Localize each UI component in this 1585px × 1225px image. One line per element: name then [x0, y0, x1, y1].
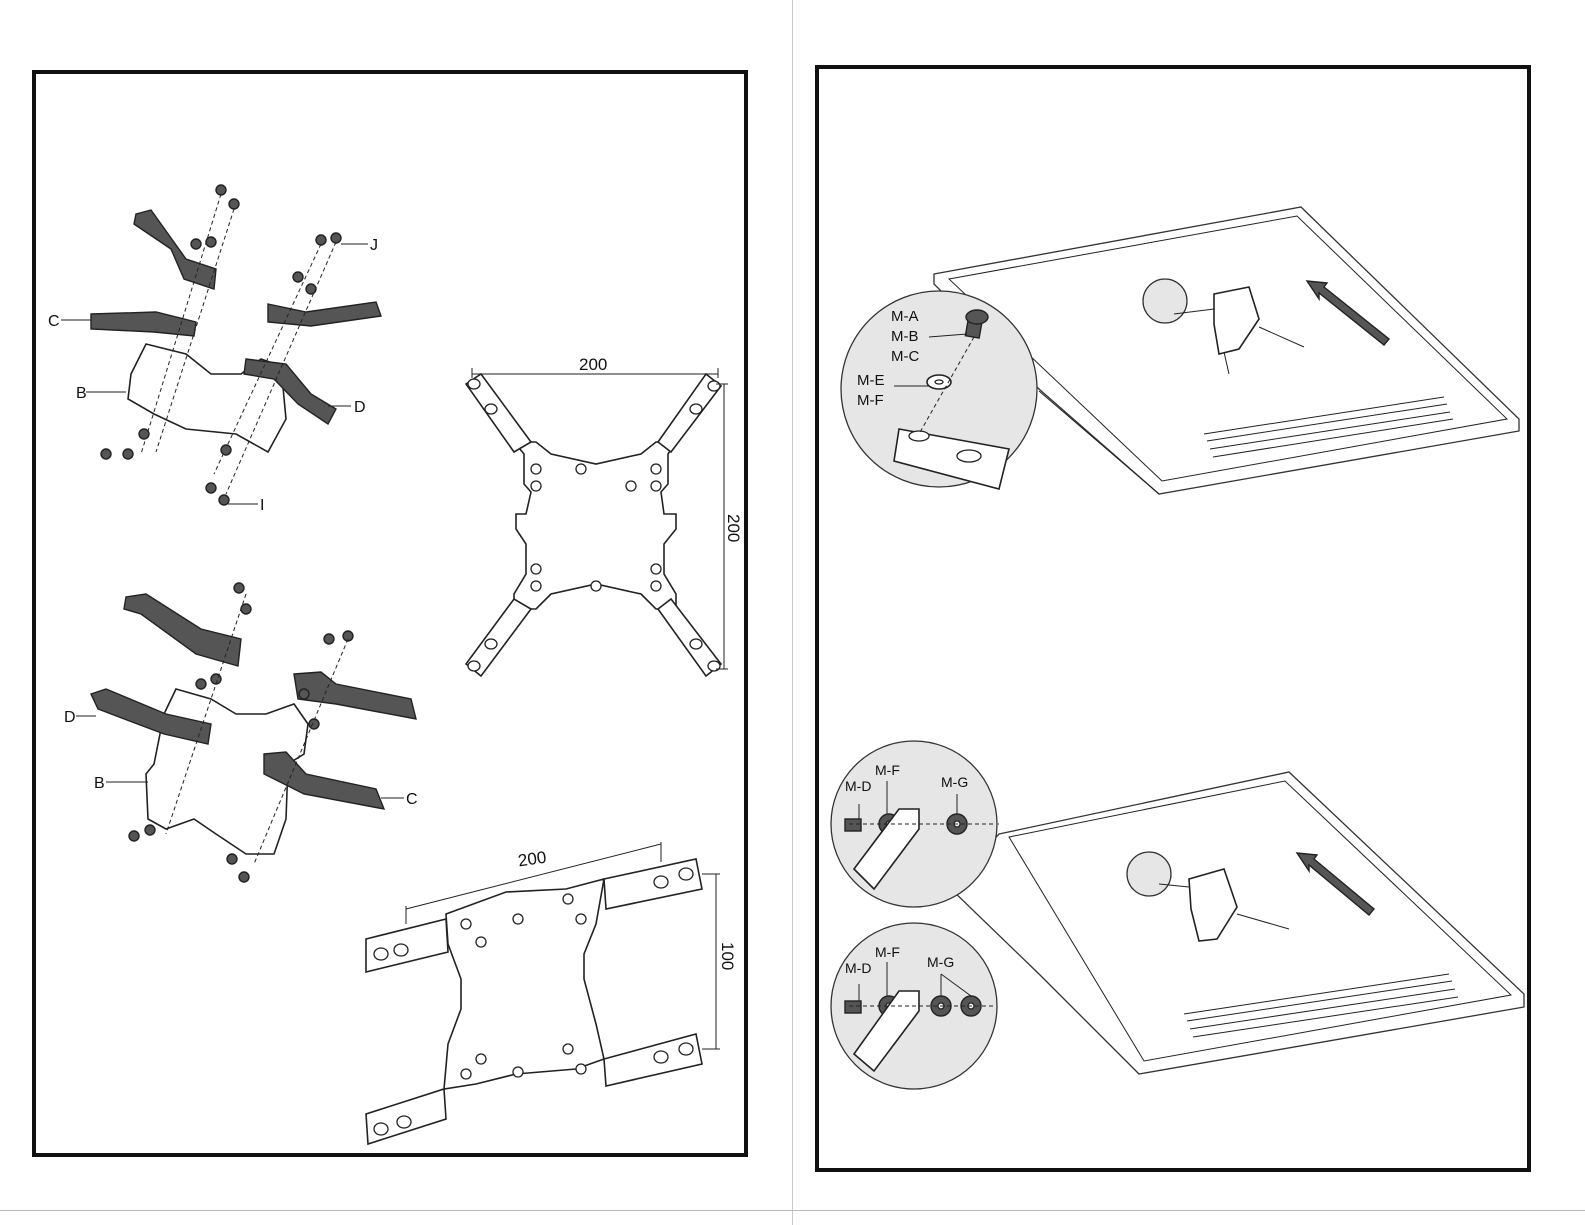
- label-c-lower: C: [406, 791, 418, 808]
- top-exploded-assembly: J C B D I: [48, 185, 381, 514]
- label-m-e: M-E: [857, 372, 885, 389]
- label-m-f-bottom: M-F: [875, 944, 900, 960]
- detail-bubble-middle: M-D M-F M-G: [831, 741, 997, 907]
- bracket-200x100-width: 200: [517, 848, 548, 871]
- left-instruction-panel: J C B D I 200 200: [32, 70, 748, 1157]
- label-j: J: [370, 237, 378, 254]
- bracket-200x200: 200 200: [466, 355, 743, 676]
- arm-200x100-right-lower: [604, 1034, 702, 1086]
- detail-bubble-top: M-A M-B M-C M-E M-F: [841, 291, 1037, 489]
- label-i: I: [260, 497, 264, 514]
- arm-c-left: [91, 312, 196, 336]
- page-divider: [792, 0, 793, 1225]
- label-b-lower: B: [94, 775, 105, 792]
- detail-bubble-bottom: M-D M-F M-G: [831, 923, 997, 1089]
- nuts-i: [101, 429, 231, 505]
- label-m-c: M-C: [891, 348, 919, 365]
- bracket-200x100-height: 100: [718, 942, 737, 970]
- label-m-b: M-B: [891, 328, 919, 345]
- arm-lower-tl: [124, 594, 241, 666]
- left-panel-illustration: J C B D I 200 200: [36, 74, 744, 1153]
- bottom-exploded-assembly: D B C: [64, 583, 418, 882]
- right-instruction-panel: M-A M-B M-C M-E M-F M-D M-: [815, 65, 1531, 1172]
- bracket-200x200-width: 200: [579, 355, 607, 374]
- label-m-d-bottom: M-D: [845, 960, 871, 976]
- tv-bottom: [949, 772, 1524, 1074]
- label-m-f: M-F: [857, 392, 884, 409]
- label-m-f-middle: M-F: [875, 762, 900, 778]
- bracket-200x100: 200 100: [366, 842, 737, 1144]
- label-m-d-middle: M-D: [845, 778, 871, 794]
- label-b: B: [76, 385, 87, 402]
- label-m-a: M-A: [891, 308, 919, 325]
- label-c: C: [48, 313, 60, 330]
- plate-b: [128, 344, 286, 452]
- arm-200x100-right-upper: [604, 859, 702, 909]
- bracket-200x100-plate: [444, 879, 604, 1089]
- label-d-lower: D: [64, 709, 76, 726]
- arm-lower-tr: [294, 672, 416, 719]
- label-m-g-bottom: M-G: [927, 954, 954, 970]
- right-panel-illustration: M-A M-B M-C M-E M-F M-D M-: [819, 69, 1527, 1168]
- tv-bottom-body: [949, 772, 1524, 1074]
- bracket-200x200-height: 200: [724, 514, 743, 542]
- bottom-rule: [0, 1210, 1585, 1211]
- label-d: D: [354, 399, 366, 416]
- arm-200x100-left-upper: [366, 919, 448, 972]
- label-m-g-middle: M-G: [941, 774, 968, 790]
